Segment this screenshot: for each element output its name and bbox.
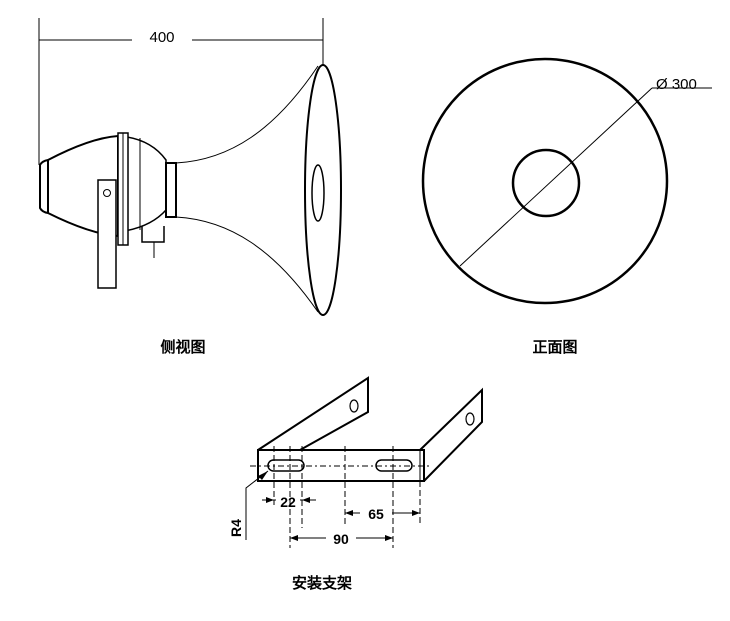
- front-view-caption: 正面图: [532, 338, 577, 356]
- diameter-leader-line: [459, 87, 653, 267]
- spacing-dimension-label: 90: [333, 531, 349, 547]
- horn-neck: [165, 162, 177, 218]
- bracket-arrowheads: [258, 471, 420, 541]
- mounting-bracket: 22 65 90 R4 安装支架: [228, 376, 483, 592]
- driver-housing: [39, 134, 167, 238]
- offset-dimension-label: 65: [368, 506, 384, 522]
- bracket-right-arm: [419, 387, 483, 482]
- cable-gland: [141, 226, 165, 258]
- length-dimension-label: 400: [149, 29, 174, 46]
- radius-dimension-label: R4: [228, 519, 244, 537]
- front-outer-rim: [421, 57, 669, 305]
- bracket-caption: 安装支架: [292, 574, 352, 592]
- bracket-left-arm: [257, 376, 369, 451]
- side-bracket: [97, 179, 117, 289]
- horn-flare: [175, 65, 319, 313]
- front-center-opening: [511, 148, 581, 218]
- front-view: Ø 300 正面图: [421, 57, 712, 356]
- diameter-dimension-label: Ø 300: [656, 76, 697, 93]
- side-view-caption: 侧视图: [160, 338, 205, 356]
- horn-mouth: [304, 64, 342, 316]
- slot-width-dimension-label: 22: [280, 494, 296, 510]
- bracket-extension-lines: [273, 446, 421, 548]
- flange: [117, 132, 129, 246]
- side-view: 400: [38, 18, 342, 356]
- length-dimension: [38, 18, 324, 165]
